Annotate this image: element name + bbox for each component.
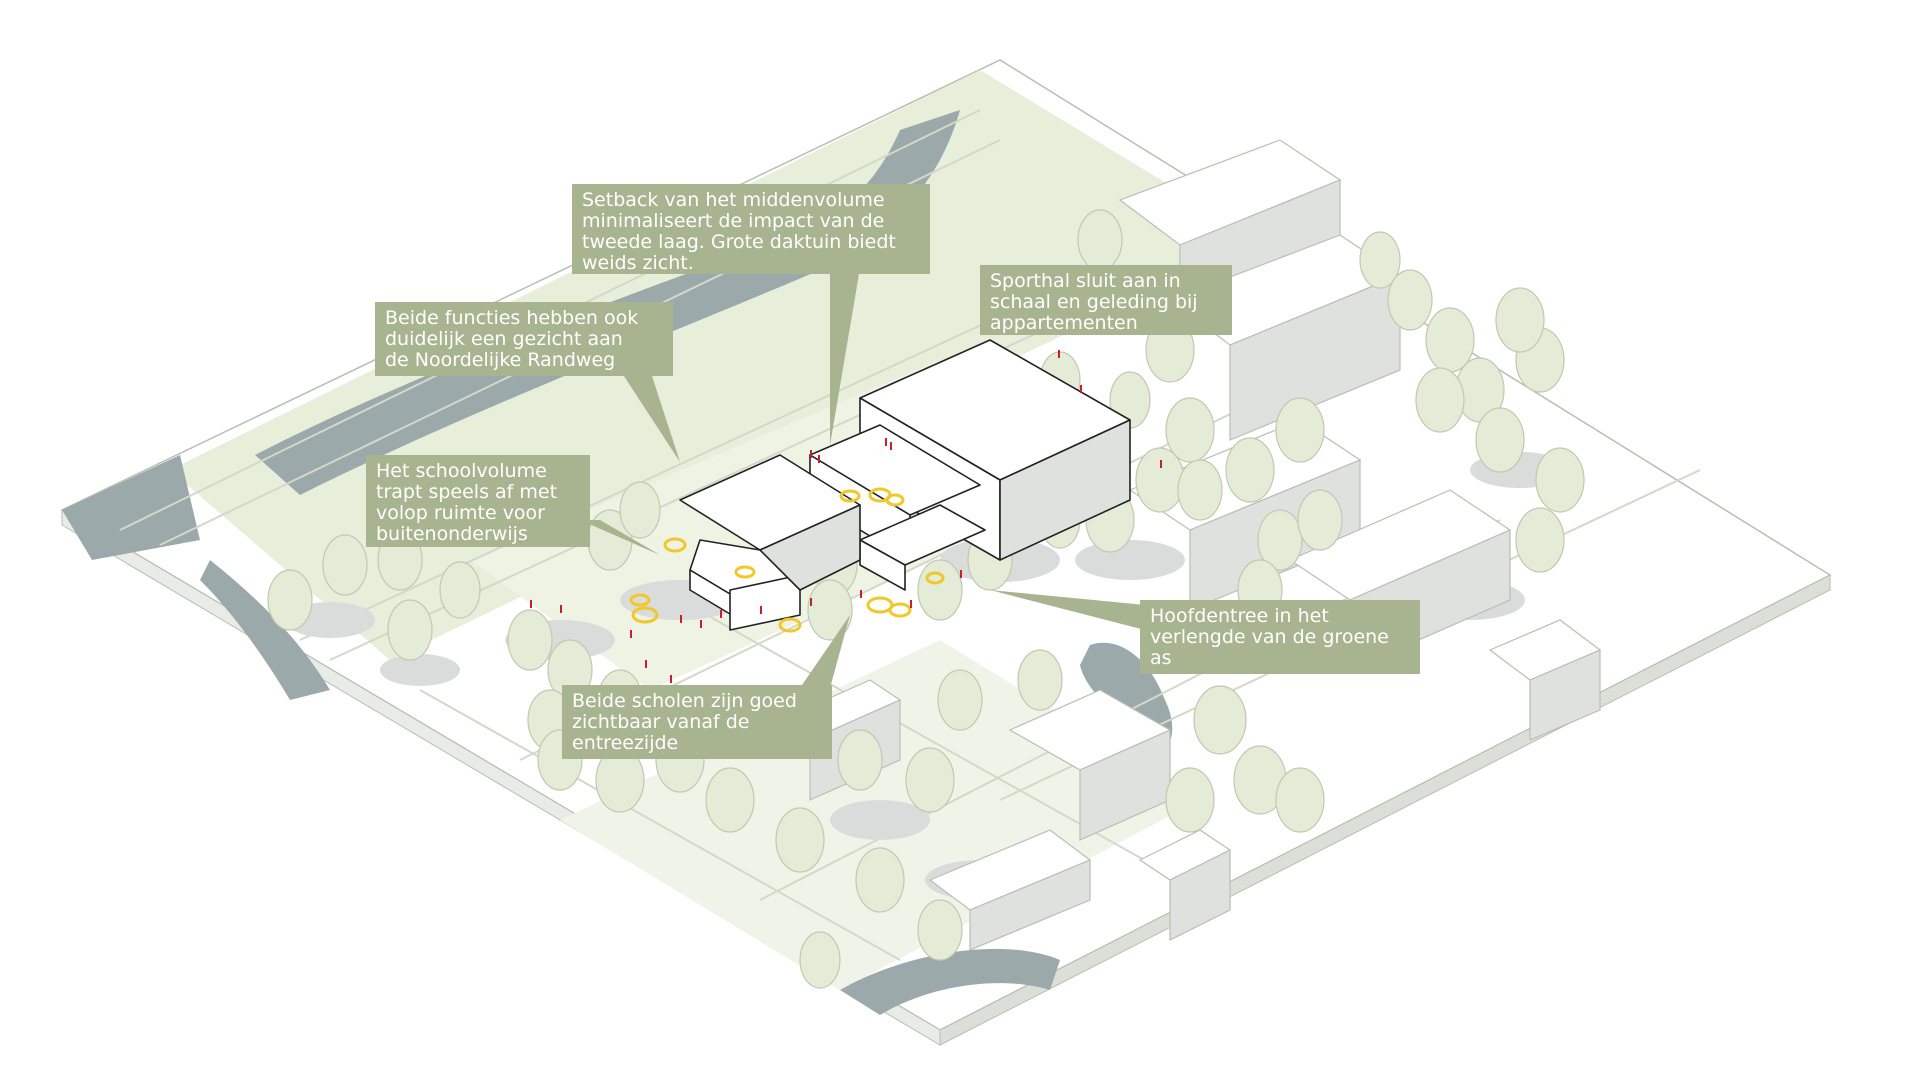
- pointer-setback: [830, 268, 860, 445]
- sporthal-side: [999, 419, 1131, 561]
- people-markers: [530, 350, 1162, 683]
- proposed-buildings: [679, 339, 1131, 631]
- callout-sporthal: Sporthal sluit aan in schaal en geleding…: [980, 265, 1232, 335]
- pointer-functies: [620, 370, 680, 462]
- callout-scholen: Beide scholen zijn goed zichtbaar vanaf …: [562, 685, 832, 759]
- pointer-schoolvolume: [580, 520, 660, 555]
- school-side: [759, 504, 861, 591]
- canal-west: [62, 455, 200, 560]
- canal-south: [840, 948, 1060, 1015]
- canal-north: [255, 110, 960, 495]
- pointer-hoofdentree: [990, 590, 1145, 630]
- school-front-2: [729, 574, 801, 631]
- callout-functies: Beide functies hebben ook duidelijk een …: [375, 302, 673, 376]
- canal-southwest: [200, 560, 330, 700]
- callout-setback: Setback van het middenvolume minimalisee…: [572, 184, 930, 274]
- callout-hoofdentree: Hoofdentree in het verlengde van de groe…: [1140, 600, 1420, 674]
- callout-schoolvolume: Het schoolvolume trapt speels af met vol…: [366, 455, 590, 547]
- accent-markers: [629, 487, 945, 633]
- pointer-scholen: [800, 615, 850, 688]
- callout-pointers: [580, 268, 1145, 688]
- trees: [267, 209, 1585, 989]
